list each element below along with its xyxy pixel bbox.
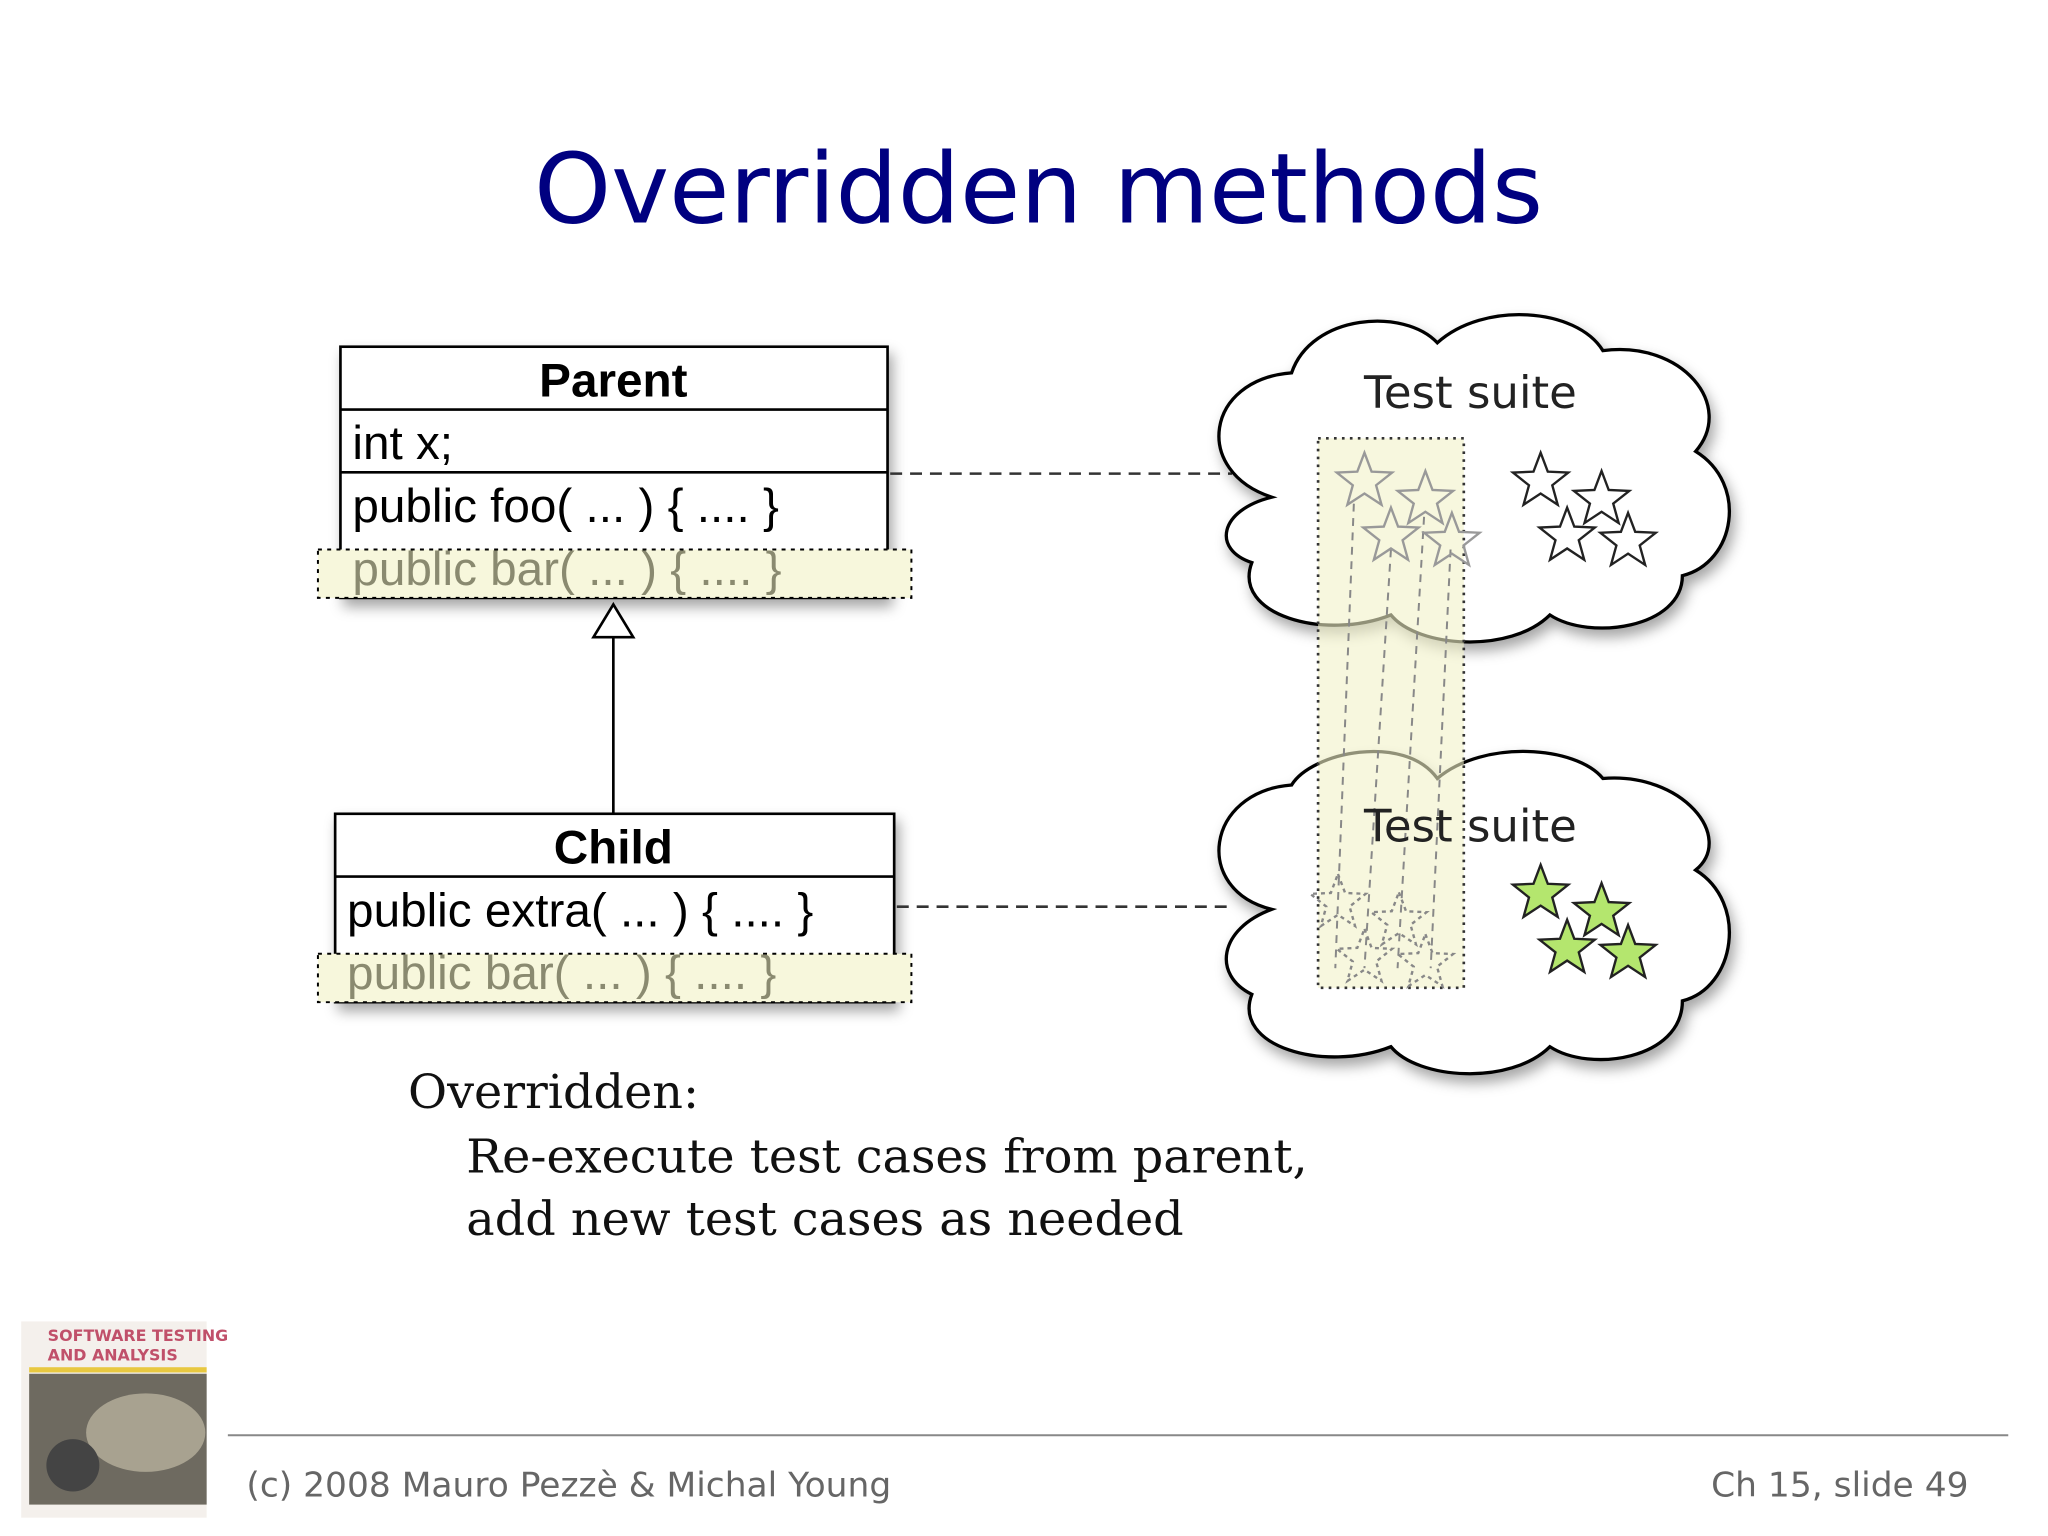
svg-text:AND ANALYSIS: AND ANALYSIS bbox=[48, 1346, 178, 1365]
book-cover: SOFTWARE TESTING AND ANALYSIS bbox=[21, 1321, 228, 1518]
note-line-1: Re-execute test cases from parent, bbox=[466, 1130, 1307, 1185]
note-heading: Overridden: bbox=[408, 1065, 699, 1120]
rerun-test-star-icon bbox=[1367, 888, 1430, 948]
test-star-icon bbox=[1536, 504, 1599, 563]
parent-field: int x; bbox=[352, 417, 453, 470]
svg-text:SOFTWARE TESTING: SOFTWARE TESTING bbox=[48, 1326, 228, 1345]
new-test-star-icon bbox=[1597, 921, 1659, 980]
child-class-name: Child bbox=[554, 822, 673, 875]
parent-test-suite-cloud bbox=[1217, 312, 1731, 644]
parent-method-bar: public bar( ... ) { .... } bbox=[352, 543, 781, 596]
inherited-test-star-icon bbox=[1420, 509, 1483, 568]
parent-suite-label: Test suite bbox=[1363, 366, 1577, 419]
child-method-extra: public extra( ... ) { .... } bbox=[347, 885, 813, 938]
footer-slide-number: Ch 15, slide 49 bbox=[1711, 1466, 1968, 1506]
test-star-icon bbox=[1509, 449, 1572, 508]
parent-method-foo: public foo( ... ) { .... } bbox=[352, 480, 779, 533]
test-star-icon bbox=[1597, 509, 1659, 568]
inherited-test-star-icon bbox=[1360, 504, 1422, 563]
new-test-star-icon bbox=[1570, 879, 1633, 938]
new-test-star-icon bbox=[1509, 861, 1572, 920]
footer-copyright: (c) 2008 Mauro Pezzè & Michal Young bbox=[246, 1466, 891, 1506]
slide-title: Overridden methods bbox=[534, 133, 1543, 245]
child-class-box: Child public extra( ... ) { .... } publi… bbox=[316, 812, 913, 1004]
inherited-tests-highlight bbox=[1316, 436, 1466, 990]
child-suite-label: Test suite bbox=[1363, 800, 1577, 853]
inherited-test-star-icon bbox=[1333, 449, 1396, 508]
parent-class-name: Parent bbox=[539, 355, 688, 408]
test-star-icon bbox=[1570, 467, 1633, 526]
parent-class-box: Parent int x; public foo( ... ) { .... }… bbox=[316, 345, 913, 600]
rerun-test-star-icon bbox=[1307, 870, 1369, 929]
test-case-stars bbox=[1307, 449, 1659, 989]
note-line-2: add new test cases as needed bbox=[466, 1192, 1183, 1247]
inherited-test-star-icon bbox=[1394, 467, 1457, 526]
rerun-test-star-icon bbox=[1333, 925, 1396, 984]
rerun-test-star-icon bbox=[1394, 930, 1457, 989]
inheritance-arrow bbox=[591, 601, 636, 814]
rerun-lines bbox=[1334, 503, 1452, 969]
new-test-star-icon bbox=[1536, 916, 1599, 975]
child-method-bar: public bar( ... ) { .... } bbox=[347, 947, 776, 1000]
